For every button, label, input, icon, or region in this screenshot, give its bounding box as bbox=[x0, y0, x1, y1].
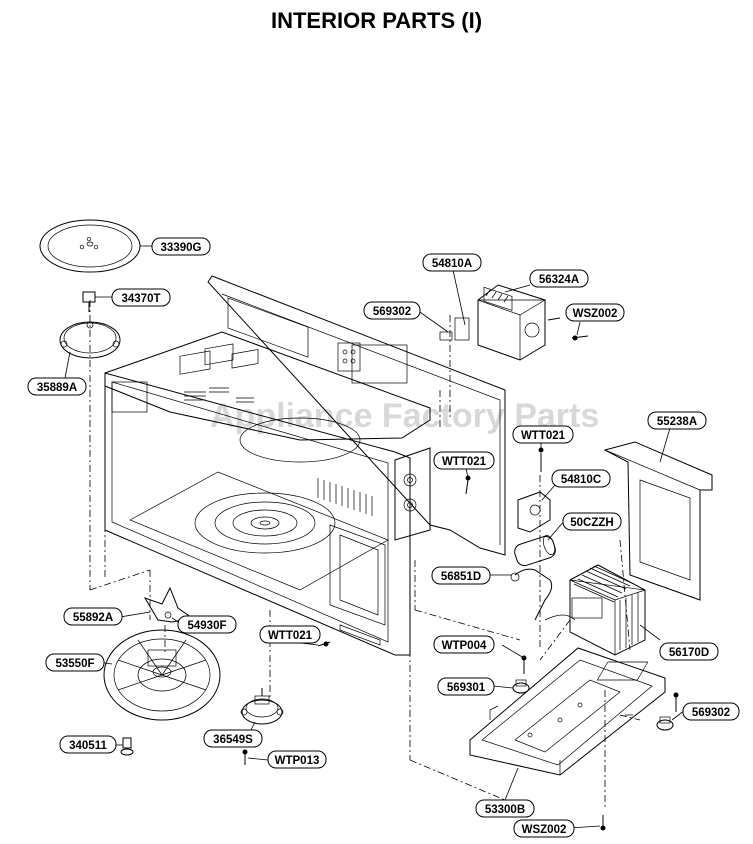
svg-text:55238A: 55238A bbox=[657, 416, 697, 428]
guide-line bbox=[89, 569, 151, 591]
svg-text:54930F: 54930F bbox=[187, 620, 226, 632]
svg-text:WSZ002: WSZ002 bbox=[573, 308, 618, 320]
callout-50CZZH[interactable]: 50CZZH bbox=[562, 512, 622, 531]
svg-text:56170D: 56170D bbox=[669, 647, 709, 659]
screw-wsz002-bottom[interactable] bbox=[600, 815, 606, 831]
callout-569302-bottom[interactable]: 569302 bbox=[682, 702, 740, 721]
bolt-340511[interactable] bbox=[120, 737, 134, 756]
leader-lines bbox=[64, 245, 686, 829]
guide-line bbox=[414, 609, 521, 641]
callout-WTP004[interactable]: WTP004 bbox=[433, 635, 495, 654]
callout-34370T[interactable]: 34370T bbox=[111, 288, 171, 307]
svg-text:50CZZH: 50CZZH bbox=[570, 517, 613, 529]
svg-text:33390G: 33390G bbox=[161, 242, 202, 254]
roller-guide-ring[interactable] bbox=[59, 321, 121, 359]
callout-53300B[interactable]: 53300B bbox=[475, 799, 535, 818]
screw-wtp004[interactable] bbox=[521, 655, 527, 675]
svg-text:54810C: 54810C bbox=[561, 474, 601, 486]
svg-text:WTT021: WTT021 bbox=[442, 456, 487, 468]
svg-text:34370T: 34370T bbox=[121, 293, 160, 305]
callout-56851D[interactable]: 56851D bbox=[431, 566, 491, 585]
callout-340511[interactable]: 340511 bbox=[59, 735, 117, 754]
svg-text:36549S: 36549S bbox=[213, 734, 253, 746]
guide-line bbox=[619, 539, 631, 651]
callout-54810C[interactable]: 54810C bbox=[551, 469, 611, 488]
screw-wtt021-right[interactable] bbox=[538, 447, 544, 473]
callout-33390G[interactable]: 33390G bbox=[151, 237, 211, 256]
callout-54930F[interactable]: 54930F bbox=[177, 615, 237, 634]
callout-569302-top[interactable]: 569302 bbox=[363, 301, 421, 320]
screw-wtt021-middle[interactable] bbox=[465, 475, 471, 495]
stirrer-fan[interactable] bbox=[143, 586, 194, 623]
callout-WTT021-bottom[interactable]: WTT021 bbox=[259, 625, 321, 644]
screw-wtt021-bottom[interactable] bbox=[317, 641, 331, 647]
screw-569302-bottom[interactable] bbox=[673, 692, 679, 713]
svg-text:56324A: 56324A bbox=[539, 274, 579, 286]
svg-text:569302: 569302 bbox=[373, 306, 411, 318]
callout-35889A[interactable]: 35889A bbox=[27, 377, 87, 396]
callout-WTP013[interactable]: WTP013 bbox=[267, 750, 327, 769]
thermostat-569301[interactable] bbox=[512, 679, 530, 694]
guide-line bbox=[409, 759, 506, 801]
callout-WSZ002-bottom[interactable]: WSZ002 bbox=[513, 819, 575, 838]
side-cover-plate[interactable] bbox=[603, 441, 713, 601]
svg-text:569301: 569301 bbox=[447, 682, 486, 694]
svg-text:569302: 569302 bbox=[692, 707, 730, 719]
svg-text:WTT021: WTT021 bbox=[521, 430, 566, 442]
guide-line bbox=[539, 619, 571, 661]
turntable-tray[interactable] bbox=[39, 219, 141, 273]
thermostat-569302-bottom[interactable] bbox=[656, 716, 674, 731]
callout-53550F[interactable]: 53550F bbox=[45, 653, 105, 672]
callout-WTT021-middle[interactable]: WTT021 bbox=[433, 451, 495, 470]
hv-transformer[interactable] bbox=[544, 564, 646, 656]
svg-text:55892A: 55892A bbox=[73, 612, 113, 624]
hv-diode[interactable] bbox=[510, 568, 553, 621]
capacitor-bracket[interactable] bbox=[517, 491, 551, 533]
svg-text:54810A: 54810A bbox=[432, 258, 472, 270]
callout-55238A[interactable]: 55238A bbox=[647, 411, 707, 430]
svg-text:WTP013: WTP013 bbox=[275, 755, 320, 767]
svg-text:53550F: 53550F bbox=[55, 658, 94, 670]
base-plate[interactable] bbox=[469, 647, 666, 776]
hv-capacitor[interactable] bbox=[513, 534, 558, 568]
svg-text:53300B: 53300B bbox=[485, 804, 525, 816]
svg-text:WSZ002: WSZ002 bbox=[522, 824, 567, 836]
callout-54810A[interactable]: 54810A bbox=[422, 253, 482, 272]
magnetron[interactable] bbox=[439, 284, 561, 361]
stirrer-cover[interactable] bbox=[103, 629, 221, 721]
screw-wsz002-top[interactable] bbox=[571, 335, 589, 341]
turntable-coupler[interactable] bbox=[82, 291, 96, 312]
page-title: INTERIOR PARTS (I) bbox=[270, 8, 483, 33]
callout-55892A[interactable]: 55892A bbox=[63, 607, 123, 626]
callout-36549S[interactable]: 36549S bbox=[203, 729, 263, 748]
callout-56324A[interactable]: 56324A bbox=[529, 269, 589, 288]
callout-WSZ002-top[interactable]: WSZ002 bbox=[565, 303, 625, 322]
screw-wtp013[interactable] bbox=[242, 749, 248, 766]
svg-text:WTP004: WTP004 bbox=[442, 640, 487, 652]
svg-text:340511: 340511 bbox=[69, 740, 107, 752]
callout-569301[interactable]: 569301 bbox=[437, 677, 495, 696]
svg-text:35889A: 35889A bbox=[37, 382, 77, 394]
callout-WTT021-right[interactable]: WTT021 bbox=[512, 425, 574, 444]
stirrer-motor[interactable] bbox=[240, 688, 284, 725]
guide-line bbox=[619, 714, 641, 721]
svg-text:56851D: 56851D bbox=[441, 571, 481, 583]
svg-text:WTT021: WTT021 bbox=[268, 630, 313, 642]
callout-56170D[interactable]: 56170D bbox=[659, 642, 719, 661]
